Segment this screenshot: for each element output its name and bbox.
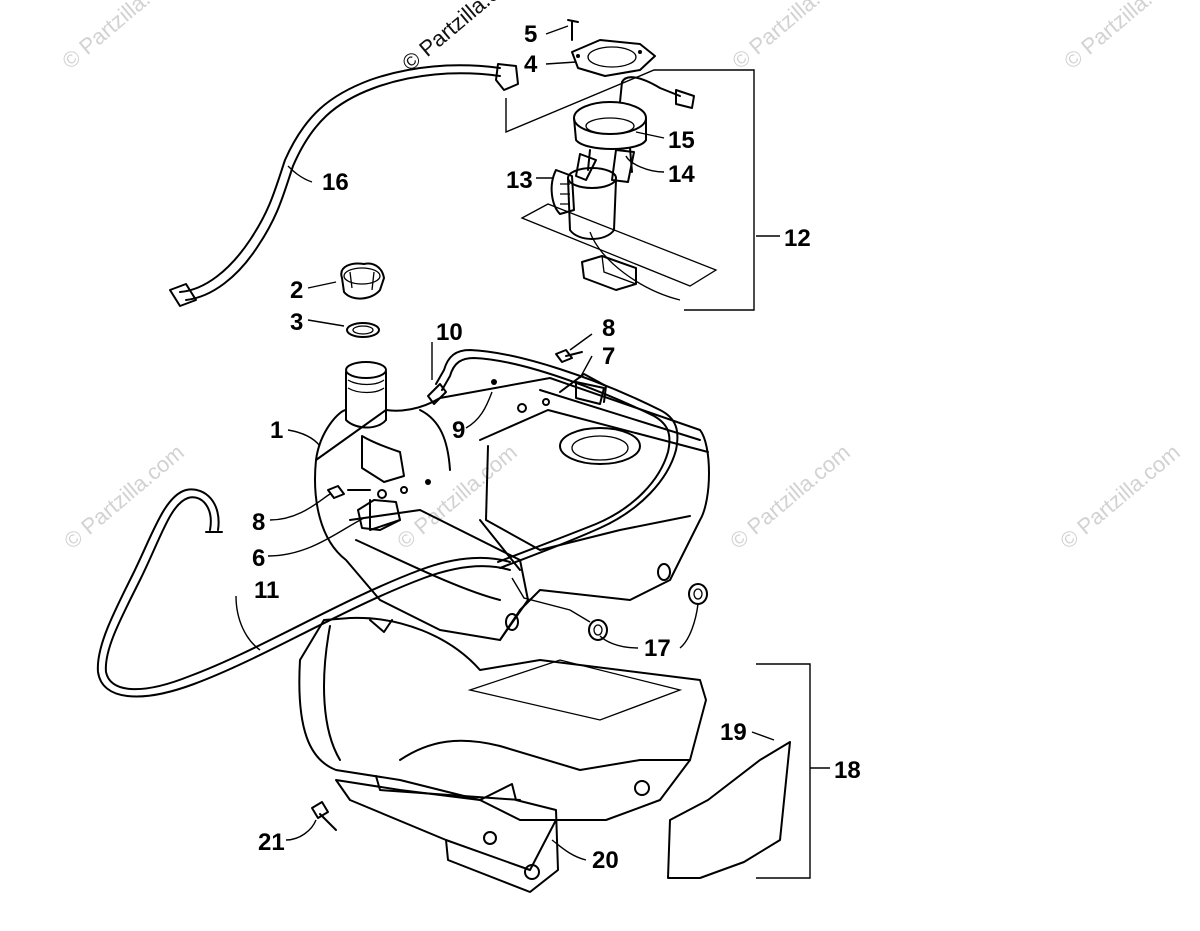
vent-line-part	[427, 349, 679, 569]
callouts: 5 4 15 14 13 12 16 2 3 10 8 7 9 1 8 6 11…	[252, 21, 861, 874]
callout-16: 16	[322, 169, 349, 196]
callout-21: 21	[258, 829, 285, 856]
watermark-mid-right-b: © Partzilla.com	[1055, 439, 1185, 553]
callout-7: 7	[602, 343, 615, 370]
callout-3: 3	[290, 309, 303, 336]
watermark-top-right-b: © Partzilla.com	[1059, 0, 1189, 74]
callout-11: 11	[254, 577, 279, 604]
callout-14: 14	[668, 161, 695, 188]
watermark-top-right-a: © Partzilla.com	[727, 0, 857, 74]
callout-18: 18	[834, 757, 861, 784]
callout-15: 15	[668, 127, 695, 154]
callout-13: 13	[506, 167, 533, 194]
callout-19: 19	[720, 719, 747, 746]
bolt-part	[311, 801, 337, 831]
grommet-parts	[588, 583, 708, 641]
callout-8-left: 8	[252, 509, 265, 536]
callout-6: 6	[252, 545, 265, 572]
side-panel-part	[667, 741, 791, 879]
fuel-pump-assembly	[505, 69, 755, 311]
callout-9: 9	[452, 417, 465, 444]
callout-2: 2	[290, 277, 303, 304]
callout-5: 5	[524, 21, 537, 48]
watermark-mid-center: © Partzilla.com	[392, 439, 522, 553]
fuel-tank-part	[314, 361, 710, 641]
small-hardware	[327, 349, 607, 531]
leader-lines	[235, 25, 830, 879]
watermark-mid-left: © Partzilla.com	[59, 439, 189, 553]
callout-1: 1	[270, 417, 283, 444]
callout-12: 12	[784, 225, 811, 252]
callout-20: 20	[592, 847, 619, 874]
callout-17: 17	[644, 635, 671, 662]
watermark-mid-right-a: © Partzilla.com	[725, 439, 855, 553]
overflow-line-part	[96, 488, 511, 698]
gasket-part	[567, 19, 656, 77]
tray-part	[298, 616, 707, 845]
fuel-cap-part	[340, 262, 385, 338]
callout-8-top: 8	[602, 315, 615, 342]
watermark-top-left: © Partzilla.com	[57, 0, 187, 74]
bottom-shield-part	[335, 779, 559, 893]
callout-10: 10	[436, 319, 463, 346]
vent-hose-part	[169, 63, 519, 307]
callout-4: 4	[524, 51, 538, 78]
